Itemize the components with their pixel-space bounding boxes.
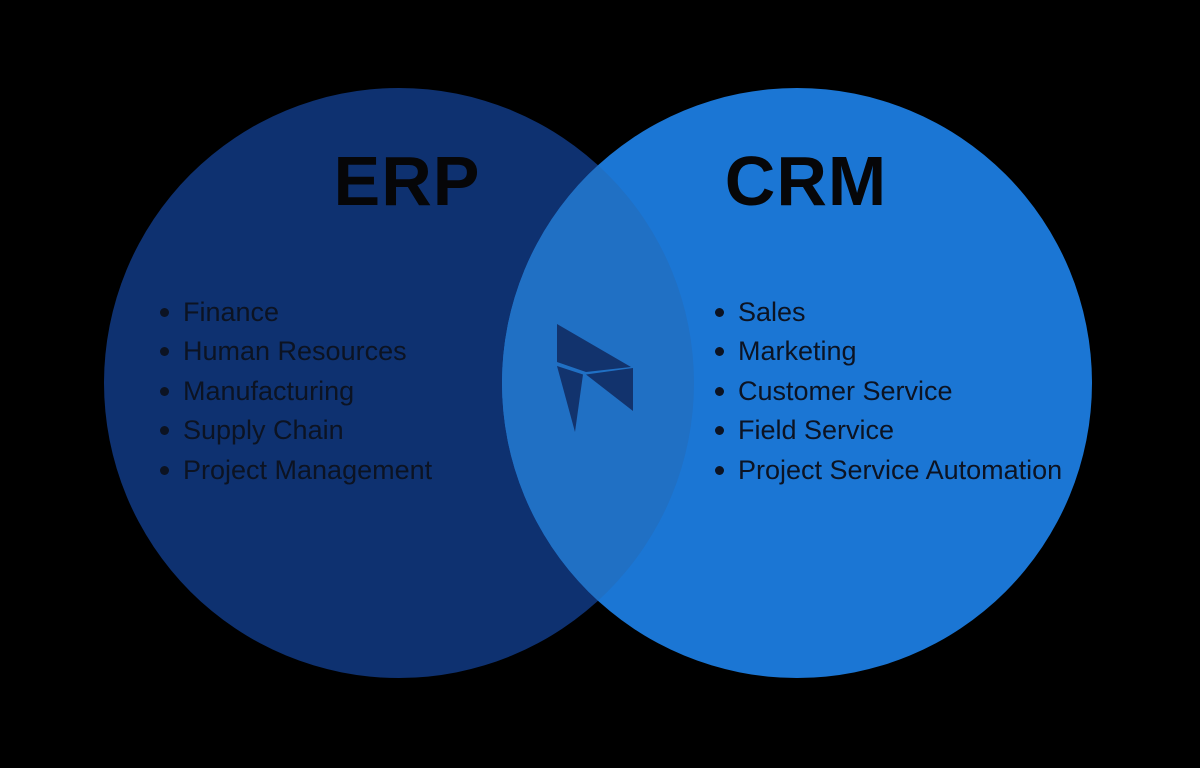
feature-list-item: Field Service: [715, 411, 1062, 450]
feature-list-item: Project Service Automation: [715, 451, 1062, 490]
dynamics-logo-top-facet: [557, 324, 631, 372]
feature-list-item: Customer Service: [715, 372, 1062, 411]
feature-list-item: Human Resources: [160, 332, 432, 371]
feature-list-item: Sales: [715, 293, 1062, 332]
feature-list-item: Marketing: [715, 332, 1062, 371]
feature-list-item: Supply Chain: [160, 411, 432, 450]
dynamics-logo-right-facet: [586, 368, 633, 411]
feature-list-item: Manufacturing: [160, 372, 432, 411]
dynamics-logo-left-facet: [557, 366, 583, 432]
erp-title: ERP: [333, 142, 481, 220]
crm-title: CRM: [724, 142, 888, 220]
overlap-lens: [502, 88, 694, 678]
dynamics-365-logo-icon: [557, 324, 633, 432]
feature-list-item: Project Management: [160, 451, 432, 490]
feature-list-item: Finance: [160, 293, 432, 332]
